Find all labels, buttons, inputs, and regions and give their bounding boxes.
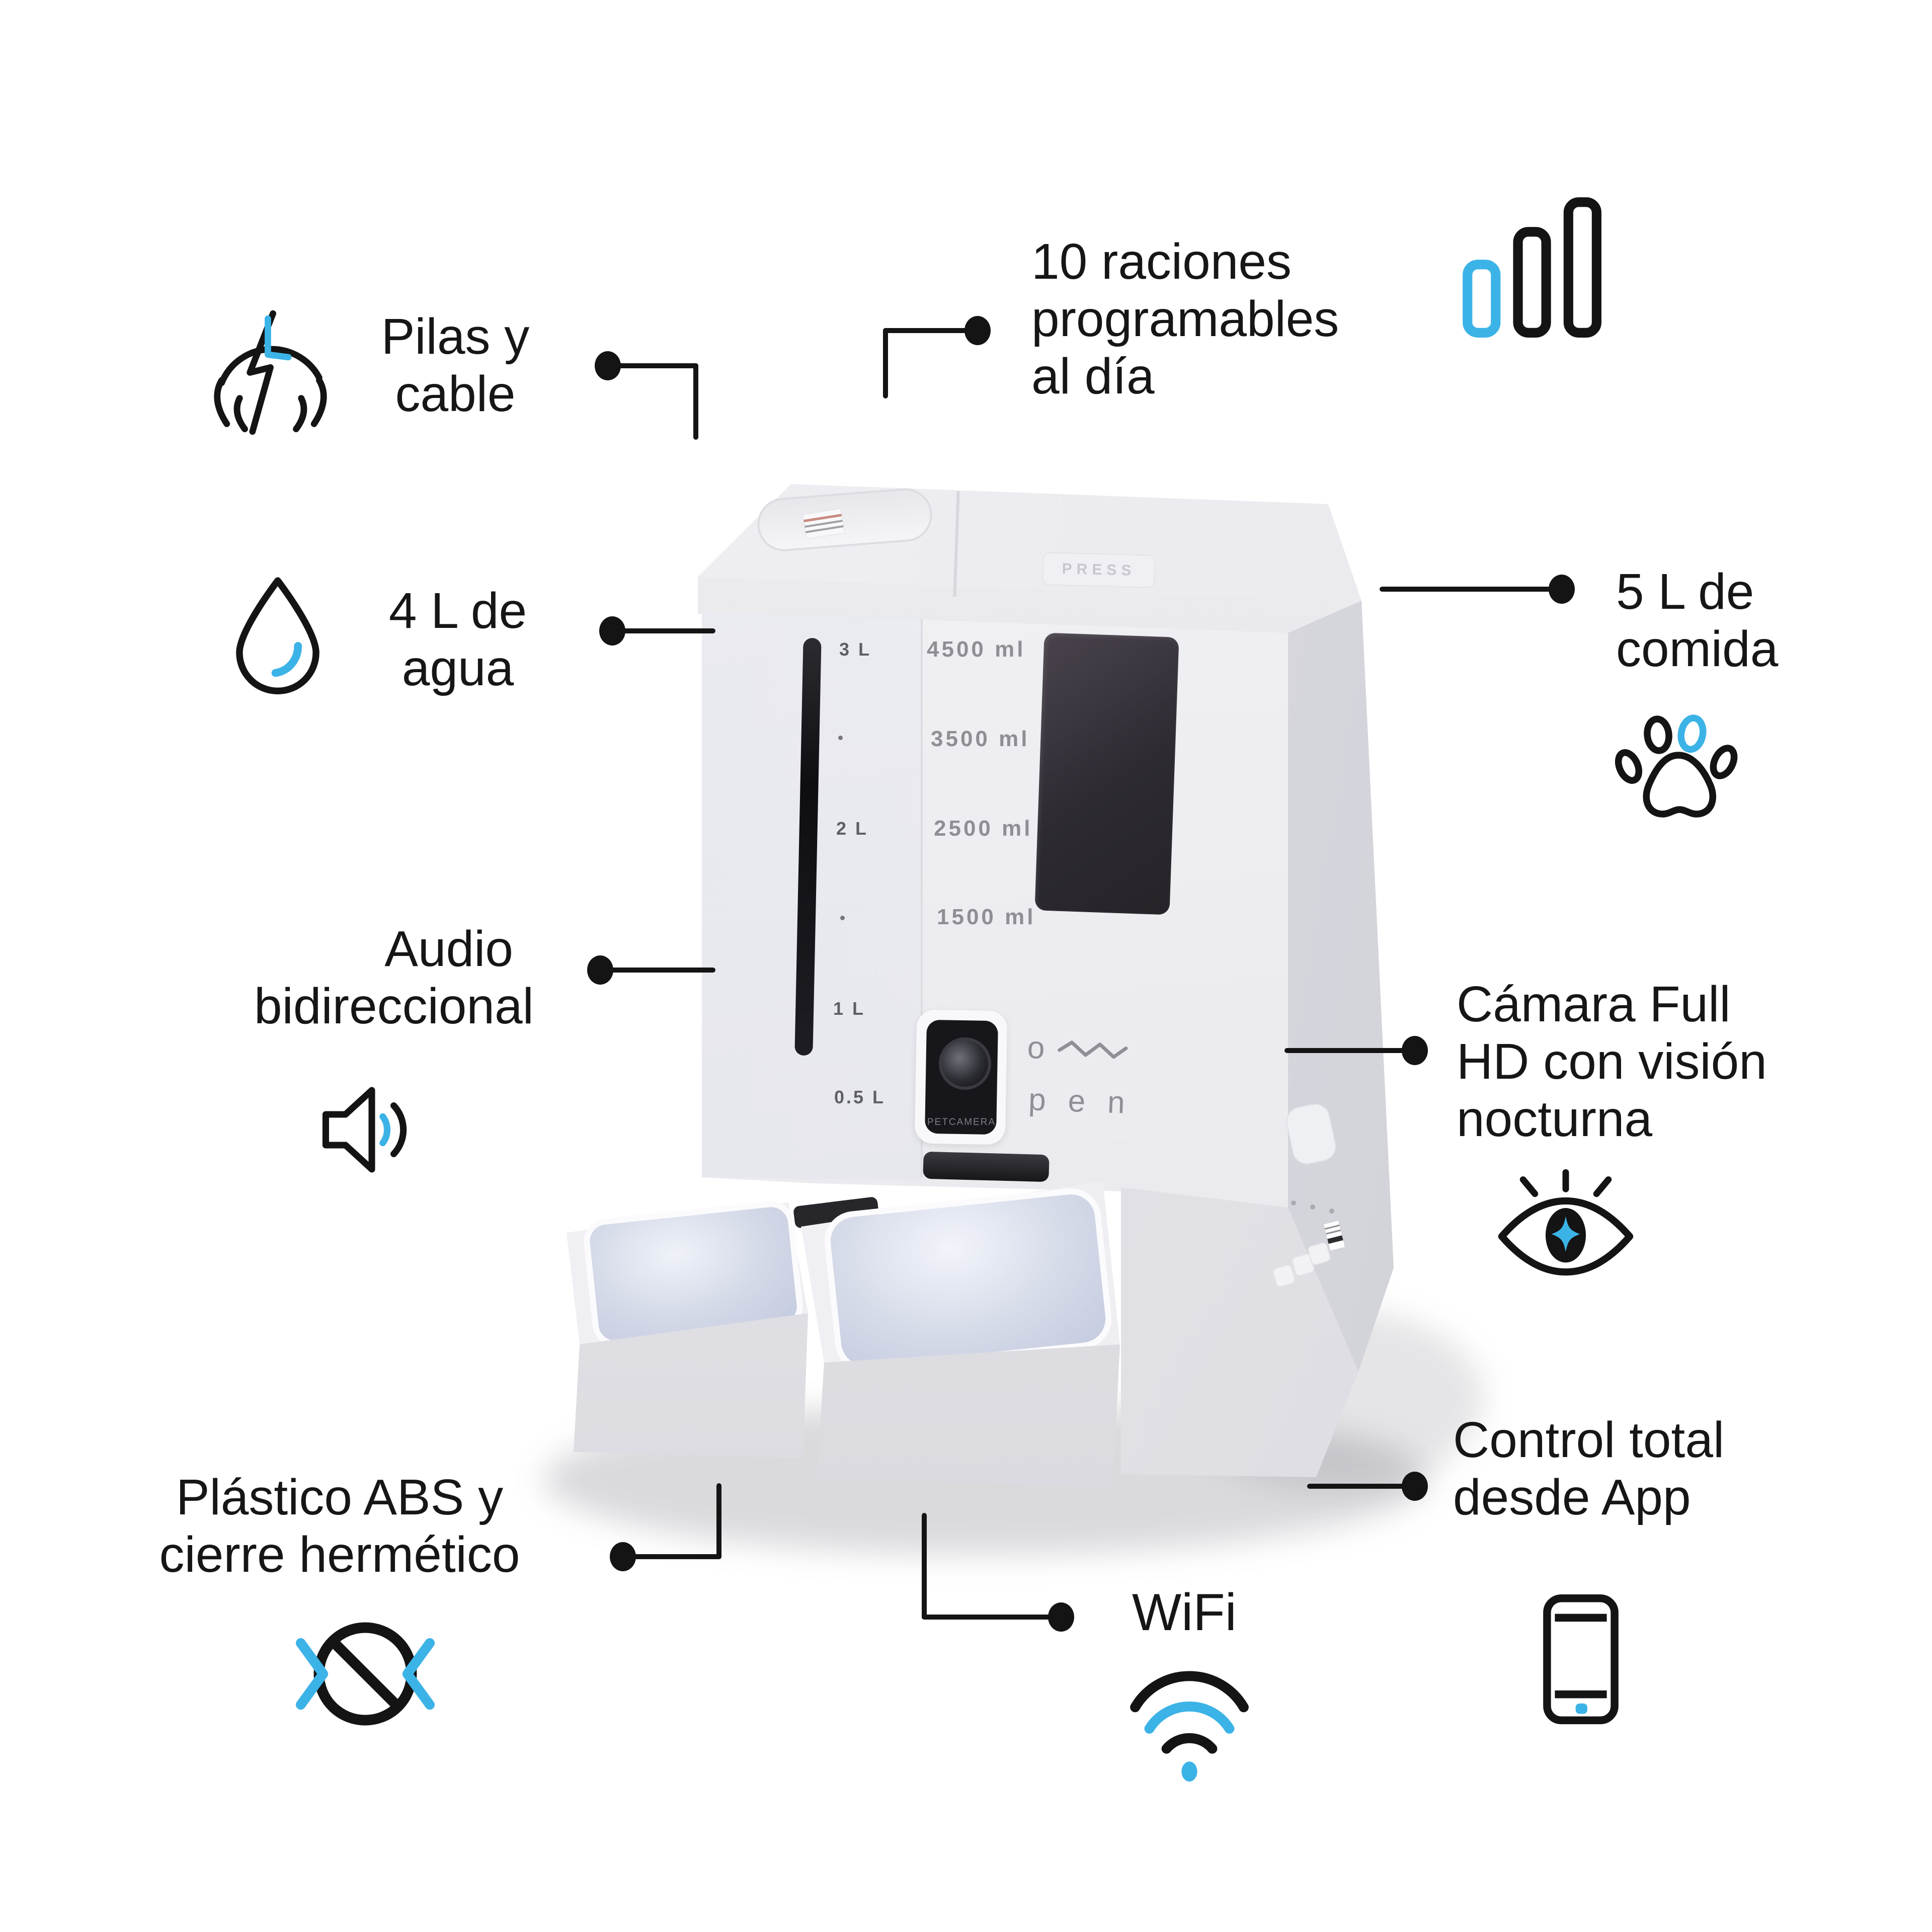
- connector-line: [922, 1513, 927, 1620]
- power-surge-icon: [214, 310, 327, 435]
- callout-app: Control total desde App: [1453, 1411, 1724, 1526]
- camera-lens: [939, 1037, 991, 1090]
- connector-line: [1380, 587, 1551, 592]
- callout-audio-line: bidireccional: [254, 978, 534, 1034]
- speaker-icon: [322, 1087, 407, 1173]
- scale-dot: [840, 916, 845, 920]
- food-bowl-inner: [821, 1185, 1115, 1375]
- callout-material-line: cierre hermético: [159, 1526, 520, 1583]
- callout-battery-line: cable: [395, 366, 516, 422]
- callout-battery: Pilas y cable: [347, 308, 564, 423]
- callout-camera-line: nocturna: [1457, 1091, 1653, 1147]
- callout-food: 5 L de comida: [1616, 563, 1778, 678]
- lid-press-button[interactable]: PRESS: [1042, 552, 1156, 588]
- connector-line: [611, 628, 715, 633]
- connector-line: [922, 1615, 1059, 1620]
- connector-dot: [1402, 1472, 1428, 1501]
- callout-water-line: agua: [401, 640, 514, 696]
- volume-mark-3500: 3500 ml: [931, 727, 1030, 751]
- volume-mark-1500: 1500 ml: [937, 905, 1036, 929]
- callout-wifi: WiFi: [1132, 1584, 1237, 1641]
- brand-zigzag-icon: [1058, 1040, 1129, 1059]
- paw-icon: [1615, 714, 1738, 818]
- connector-dot: [964, 316, 991, 345]
- scale-mark-2l: 2 L: [836, 818, 869, 839]
- brand-letter-o: o: [1026, 1030, 1045, 1066]
- scale-mark-05l: 0.5 L: [834, 1087, 886, 1107]
- portion-bars-icon: [1463, 197, 1601, 338]
- callout-material: Plástico ABS y cierre hermético: [86, 1469, 594, 1583]
- side-dot: [1329, 1209, 1334, 1214]
- callout-audio: Audio bidireccional: [254, 920, 534, 1035]
- scale-mark-1l: 1 L: [833, 998, 866, 1019]
- callout-app-line: Control total: [1453, 1412, 1725, 1468]
- smartphone-icon: [1543, 1594, 1619, 1725]
- connector-line: [1307, 1484, 1406, 1489]
- volume-mark-2500: 2500 ml: [934, 816, 1033, 841]
- food-chute-slot: [923, 1151, 1050, 1182]
- callout-portions: 10 raciones programables al día: [1031, 233, 1339, 405]
- connector-line: [883, 328, 979, 333]
- callout-water: 4 L de agua: [350, 582, 566, 697]
- night-vision-eye-icon: [1498, 1169, 1634, 1276]
- side-dot: [1310, 1204, 1315, 1210]
- callout-camera-line: HD con visión: [1457, 1033, 1767, 1090]
- connector-dot: [1549, 575, 1575, 604]
- camera-label: PETCAMERA: [927, 1117, 996, 1128]
- volume-mark-4500: 4500 ml: [927, 637, 1026, 662]
- callout-portions-line: 10 raciones: [1031, 233, 1292, 290]
- body-seam: [921, 619, 923, 1177]
- connector-line: [622, 1554, 721, 1559]
- connector-line: [607, 363, 698, 368]
- callout-app-line: desde App: [1453, 1469, 1691, 1525]
- callout-camera-line: Cámara Full: [1457, 976, 1731, 1032]
- callout-portions-line: programables: [1031, 291, 1339, 347]
- callout-audio-line: Audio: [384, 921, 513, 977]
- connector-line: [716, 1483, 721, 1559]
- connector-line: [1284, 1048, 1405, 1053]
- brand-logo: o pen: [1025, 1030, 1149, 1121]
- anti-shake-icon: [296, 1622, 435, 1726]
- connector-line: [599, 968, 715, 973]
- callout-portions-line: al día: [1031, 348, 1155, 405]
- food-window: [1034, 632, 1179, 915]
- water-drop-icon: [236, 577, 319, 695]
- brand-letters-pen: pen: [1028, 1082, 1148, 1121]
- scale-mark-3l: 3 L: [839, 639, 872, 660]
- callout-food-line: 5 L de: [1616, 564, 1754, 620]
- callout-water-line: 4 L de: [388, 583, 527, 639]
- callout-food-line: comida: [1616, 621, 1779, 677]
- connector-line: [883, 328, 888, 398]
- wifi-icon: [1130, 1671, 1249, 1782]
- callout-battery-line: Pilas y: [381, 308, 530, 365]
- callout-camera: Cámara Full HD con visión nocturna: [1457, 976, 1767, 1148]
- callout-wifi-line: WiFi: [1132, 1583, 1237, 1642]
- callout-material-line: Plástico ABS y: [176, 1469, 504, 1525]
- side-dot: [1291, 1200, 1296, 1205]
- connector-dot: [1048, 1602, 1074, 1632]
- connector-line: [693, 363, 698, 440]
- connector-dot: [1402, 1036, 1428, 1065]
- scale-dot: [838, 736, 843, 740]
